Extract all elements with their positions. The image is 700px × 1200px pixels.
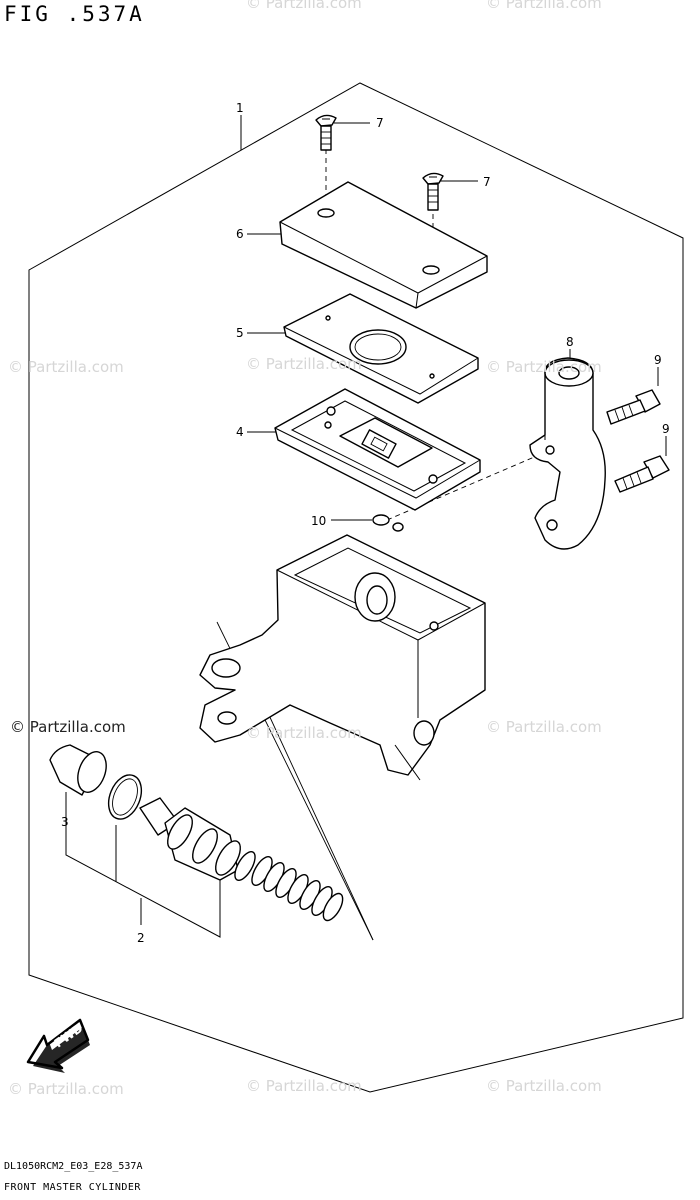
- small-o-ring: [372, 514, 404, 532]
- watermark: © Partzilla.com: [246, 724, 362, 742]
- watermark: © Partzilla.com: [486, 718, 602, 736]
- figure-title: FIG .537A: [4, 2, 145, 26]
- piston-assembly: [139, 797, 256, 881]
- holder-bolt-upper: [606, 389, 661, 425]
- holder-bolt-lower: [614, 455, 670, 493]
- reservoir-cap-screw-left: [315, 114, 337, 151]
- master-cylinder-body: [199, 534, 486, 781]
- callout-leaders: [65, 115, 667, 938]
- watermark-dark: © Partzilla.com: [10, 718, 126, 736]
- callout-9a: 9: [654, 353, 662, 367]
- forward-direction-arrow: FWD: [26, 1018, 90, 1073]
- diaphragm: [274, 388, 481, 511]
- watermark: © Partzilla.com: [246, 0, 362, 12]
- watermark: © Partzilla.com: [246, 355, 362, 373]
- return-spring: [251, 856, 344, 922]
- model-code: DL1050RCM2_E03_E28_537A: [4, 1161, 143, 1172]
- reservoir-cap: [279, 181, 488, 309]
- callout-1: 1: [236, 101, 244, 115]
- callout-numbers: 1 2 3 4 5 6 7 7 8 9 9 10: [61, 101, 670, 945]
- callout-10: 10: [311, 514, 326, 528]
- callout-7a: 7: [376, 116, 384, 130]
- callout-9b: 9: [662, 422, 670, 436]
- callout-6: 6: [236, 227, 244, 241]
- callout-8: 8: [566, 335, 574, 349]
- circlip: [107, 774, 143, 820]
- callout-5: 5: [236, 326, 244, 340]
- callout-7b: 7: [483, 175, 491, 189]
- watermark: © Partzilla.com: [8, 358, 124, 376]
- assembly-outline: [28, 82, 684, 1093]
- figure-name: FRONT MASTER CYLINDER: [4, 1182, 141, 1193]
- callout-2: 2: [137, 931, 145, 945]
- piston-boot: [49, 744, 107, 796]
- watermark: © Partzilla.com: [486, 358, 602, 376]
- diaphragm-plate: [283, 293, 479, 404]
- callout-4: 4: [236, 425, 244, 439]
- callout-3: 3: [61, 815, 69, 829]
- master-cylinder-holder: [529, 357, 606, 550]
- watermark: © Partzilla.com: [246, 1077, 362, 1095]
- watermark: © Partzilla.com: [486, 0, 602, 12]
- watermark: © Partzilla.com: [486, 1077, 602, 1095]
- reservoir-cap-screw-right: [422, 172, 444, 211]
- watermark: © Partzilla.com: [8, 1080, 124, 1098]
